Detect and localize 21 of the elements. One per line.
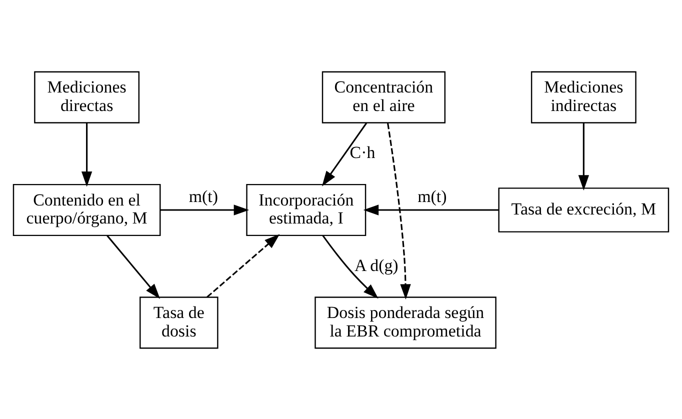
- node-box: Contenido en el cuerpo/órgano, M: [12, 183, 161, 236]
- edge-label: m(t): [188, 186, 218, 206]
- node-box: Incorporación estimada, I: [246, 183, 366, 236]
- arrow: [322, 234, 378, 298]
- arrow: [578, 122, 590, 190]
- edge-label: C·h: [350, 142, 376, 162]
- arrow: [160, 204, 250, 215]
- arrow: [387, 122, 411, 299]
- edge-label: A d(g): [354, 255, 398, 274]
- node-box: Tasa de excreción, M: [498, 187, 670, 232]
- node-box: Mediciones directas: [34, 70, 140, 123]
- arrow: [322, 122, 368, 186]
- edge-label: m(t): [418, 186, 447, 206]
- arrow: [81, 122, 92, 186]
- node-box: Mediciones indirectas: [530, 70, 636, 123]
- node-box: Concentración en el aire: [322, 70, 446, 123]
- node-box: Dosis ponderada según la EBR comprometida: [314, 296, 496, 348]
- node-box: Tasa de dosis: [140, 296, 218, 348]
- arrow: [106, 234, 160, 298]
- arrow: [363, 204, 498, 215]
- arrow: [206, 234, 280, 298]
